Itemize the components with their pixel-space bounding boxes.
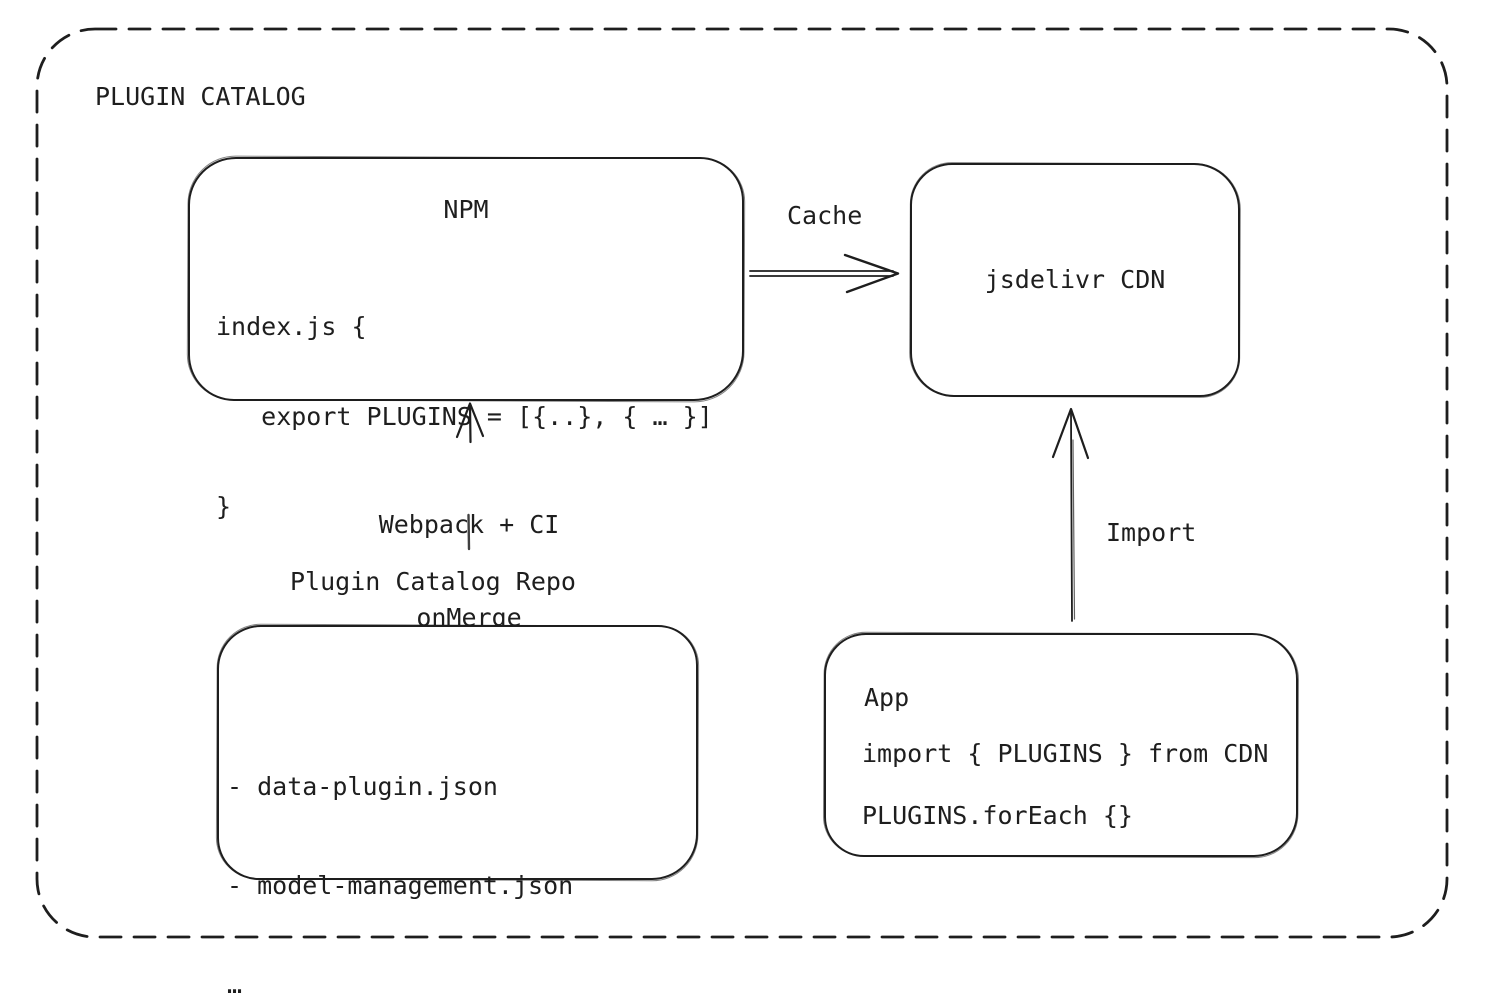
npm-code-line: index.js {	[216, 312, 367, 341]
repo-file-item: - model-management.json	[227, 871, 574, 900]
npm-box: NPM	[188, 157, 744, 401]
repo-box	[217, 625, 698, 880]
repo-file-item: - data-plugin.json	[227, 772, 498, 801]
repo-heading: Plugin Catalog Repo	[290, 567, 576, 596]
npm-code-line: export PLUGINS = [{..}, { … }]	[216, 402, 713, 431]
import-arrow	[1051, 407, 1090, 622]
cdn-box-label: jsdelivr CDN	[984, 265, 1166, 294]
cache-arrow	[749, 253, 900, 294]
repo-file-item: …	[227, 970, 243, 999]
cache-arrow-label: Cache	[787, 201, 863, 230]
build-arrow	[455, 402, 485, 551]
app-code-line: PLUGINS.forEach {}	[862, 801, 1133, 830]
import-arrow-label: Import	[1106, 518, 1197, 547]
app-code-line: import { PLUGINS } from CDN	[862, 739, 1269, 768]
app-box-title: App	[864, 683, 910, 712]
npm-code-line: }	[216, 492, 232, 521]
frame-title: PLUGIN CATALOG	[95, 82, 306, 111]
build-arrow-label-line1: Webpack + CI	[378, 510, 560, 539]
repo-file-list: - data-plugin.json - model-management.js…	[227, 704, 573, 1002]
cdn-box: jsdelivr CDN	[910, 163, 1240, 397]
plugin-catalog-frame	[35, 27, 1449, 939]
npm-code-block: index.js { export PLUGINS = [{..}, { … }…	[216, 252, 713, 582]
npm-box-title: NPM	[443, 195, 489, 224]
app-box: App import { PLUGINS } from CDN PLUGINS.…	[824, 633, 1298, 857]
